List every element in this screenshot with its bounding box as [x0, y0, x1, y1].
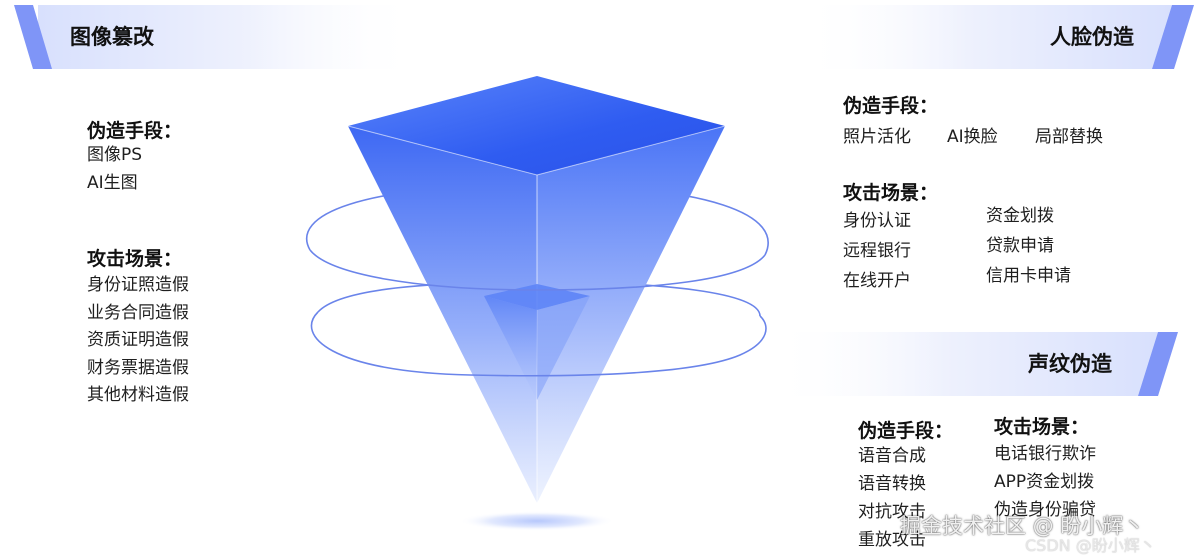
- list-item: 重放攻击: [858, 530, 926, 550]
- list-item: 身份认证: [843, 211, 911, 231]
- face-forgery-method-0: 照片活化: [843, 127, 911, 147]
- orbit-ring-upper-front: [309, 249, 766, 291]
- banner-face-forgery-shape: [800, 5, 1194, 69]
- list-item: 其他材料造假: [87, 385, 189, 405]
- list-item: 信用卡申请: [986, 266, 1071, 286]
- list-item: 语音转换: [858, 474, 926, 494]
- list-item: 在线开户: [843, 271, 911, 291]
- image-tamper-scenario-heading: 攻击场景：: [87, 248, 183, 270]
- banner-image-tamper-shape: [14, 5, 420, 69]
- banner-face-forgery-title: 人脸伪造: [1050, 25, 1134, 49]
- watermark-csdn: CSDN @盼小辉丶: [1025, 536, 1156, 555]
- inner-pyramid-right: [537, 296, 590, 400]
- voice-forgery-scenario-list: 电话银行欺诈 APP资金划拨 伪造身份骗贷: [994, 440, 1096, 524]
- face-forgery-method-heading: 伪造手段：: [843, 95, 939, 117]
- list-item: 业务合同造假: [87, 302, 189, 323]
- face-forgery-scenario-heading: 攻击场景：: [843, 182, 939, 204]
- banner-face-forgery: 人脸伪造: [800, 5, 1204, 69]
- banner-voice-forgery-title: 声纹伪造: [1028, 352, 1112, 376]
- list-item: APP资金划拨: [994, 472, 1095, 492]
- list-item: 电话银行欺诈: [994, 444, 1096, 464]
- list-item: 图像PS: [87, 145, 143, 165]
- face-forgery-method-1: AI换脸: [947, 127, 998, 147]
- image-tamper-method-heading: 伪造手段：: [87, 120, 183, 142]
- list-item: 伪造身份骗贷: [994, 500, 1096, 520]
- list-item: 对抗攻击: [858, 502, 926, 522]
- image-tamper-method-list: 图像PS AI生图: [87, 142, 142, 197]
- face-forgery-scenario-list-left: 身份认证 远程银行 在线开户: [843, 206, 911, 296]
- list-item: 贷款申请: [986, 236, 1054, 256]
- list-item: AI生图: [87, 172, 138, 193]
- pyramid-shadow: [459, 511, 615, 531]
- inner-pyramid-left: [484, 296, 537, 400]
- pyramid-left-face: [348, 126, 537, 503]
- banner-voice-forgery: 声纹伪造: [770, 332, 1180, 396]
- list-item: 资质证明造假: [87, 330, 189, 350]
- pyramid-right-face: [537, 126, 725, 503]
- banner-image-tamper-title: 图像篡改: [70, 25, 154, 49]
- list-item: 远程银行: [843, 241, 911, 261]
- list-item: 财务票据造假: [87, 357, 189, 378]
- image-tamper-scenario-list: 身份证照造假 业务合同造假 资质证明造假 财务票据造假 其他材料造假: [87, 272, 189, 410]
- list-item: 资金划拨: [986, 206, 1054, 226]
- voice-forgery-method-list: 语音合成 语音转换 对抗攻击 重放攻击: [858, 442, 926, 554]
- face-forgery-method-2: 局部替换: [1035, 127, 1103, 147]
- voice-forgery-method-heading: 伪造手段：: [858, 420, 954, 442]
- watermark-juejin: 掘金技术社区 @ 盼小辉丶: [900, 514, 1145, 538]
- face-forgery-scenario-list-right: 资金划拨 贷款申请 信用卡申请: [986, 201, 1071, 291]
- voice-forgery-scenario-heading: 攻击场景：: [994, 416, 1090, 438]
- inverted-pyramid-graphic: [305, 76, 769, 531]
- list-item: 语音合成: [858, 446, 926, 466]
- banner-voice-forgery-shape: [770, 332, 1178, 396]
- list-item: 身份证照造假: [87, 275, 189, 295]
- banner-image-tamper: 图像篡改: [0, 5, 420, 69]
- orbit-ring-lower-front: [310, 311, 767, 377]
